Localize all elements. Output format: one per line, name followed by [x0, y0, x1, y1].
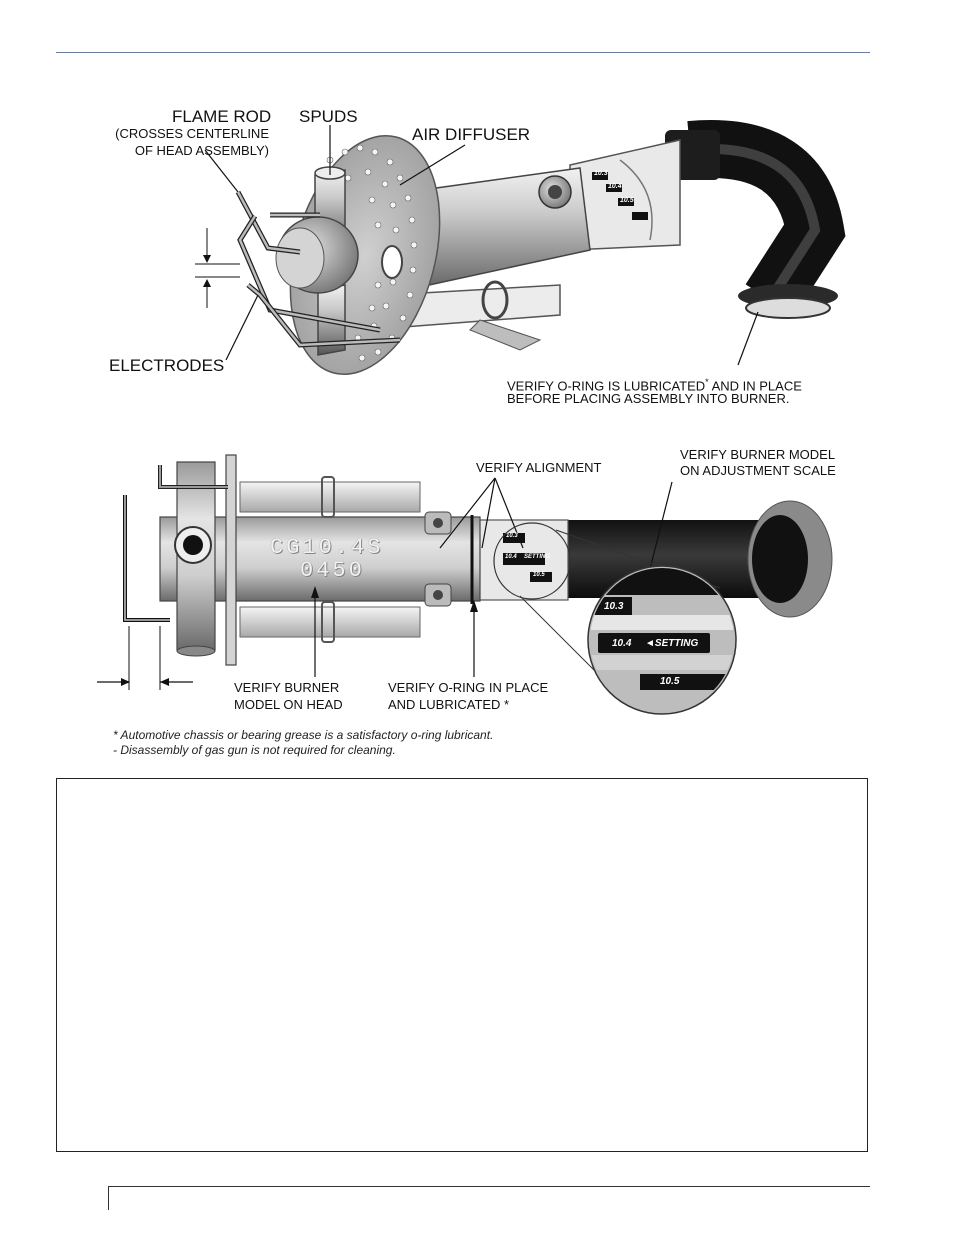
electrodes-label: ELECTRODES	[109, 356, 225, 375]
header-rule	[56, 52, 870, 53]
verify-model-head-line2: MODEL ON HEAD	[234, 697, 343, 712]
scale-mark-10-4: 10.4	[608, 183, 622, 190]
head-serial-stamp: 0450	[300, 558, 365, 583]
verify-model-scale-line2: ON ADJUSTMENT SCALE	[680, 463, 836, 478]
footnote-disassembly: - Disassembly of gas gun is not required…	[113, 743, 396, 757]
flame-rod-note-1: (CROSSES CENTERLINE	[115, 126, 269, 141]
footer-tick	[108, 1186, 109, 1210]
small-scale-10-5: 10.5	[533, 572, 545, 578]
mag-scale-10-5: 10.5	[660, 676, 680, 687]
verify-model-head-line1: VERIFY BURNER	[234, 680, 340, 695]
gas-gun-side-figure	[97, 454, 833, 715]
spuds-label: SPUDS	[299, 107, 358, 126]
oring-note-line2: BEFORE PLACING ASSEMBLY INTO BURNER.	[507, 391, 790, 406]
scale-mark-10-3: 10.3	[594, 170, 608, 177]
mag-scale-10-4: 10.4	[612, 638, 632, 649]
small-scale-10-4: 10.4	[505, 554, 517, 560]
head-model-stamp: CG10.4S	[270, 535, 384, 560]
verify-alignment-label: VERIFY ALIGNMENT	[476, 460, 602, 475]
oring-note-line1: VERIFY O-RING IS LUBRICATED* AND IN PLAC…	[507, 377, 802, 394]
air-diffuser-label: AIR DIFFUSER	[412, 125, 531, 144]
flame-rod-note-2: OF HEAD ASSEMBLY)	[134, 143, 269, 158]
mag-scale-setting: ◄SETTING	[645, 638, 699, 649]
flame-rod-label: FLAME ROD	[172, 107, 272, 126]
mag-scale-10-3: 10.3	[604, 601, 624, 612]
blank-content-box	[56, 778, 868, 1152]
verify-oring-line2: AND LUBRICATED *	[388, 697, 510, 712]
small-scale-setting: SETTING	[524, 554, 551, 560]
small-scale-10-3: 10.3	[506, 533, 518, 539]
footnote-lubricant: * Automotive chassis or bearing grease i…	[113, 728, 494, 742]
footer-rule	[108, 1186, 870, 1187]
gas-gun-perspective-figure	[195, 120, 846, 375]
verify-oring-line1: VERIFY O-RING IN PLACE	[388, 680, 549, 695]
verify-model-scale-line1: VERIFY BURNER MODEL	[680, 447, 836, 462]
scale-mark-10-5: 10.5	[620, 197, 634, 204]
